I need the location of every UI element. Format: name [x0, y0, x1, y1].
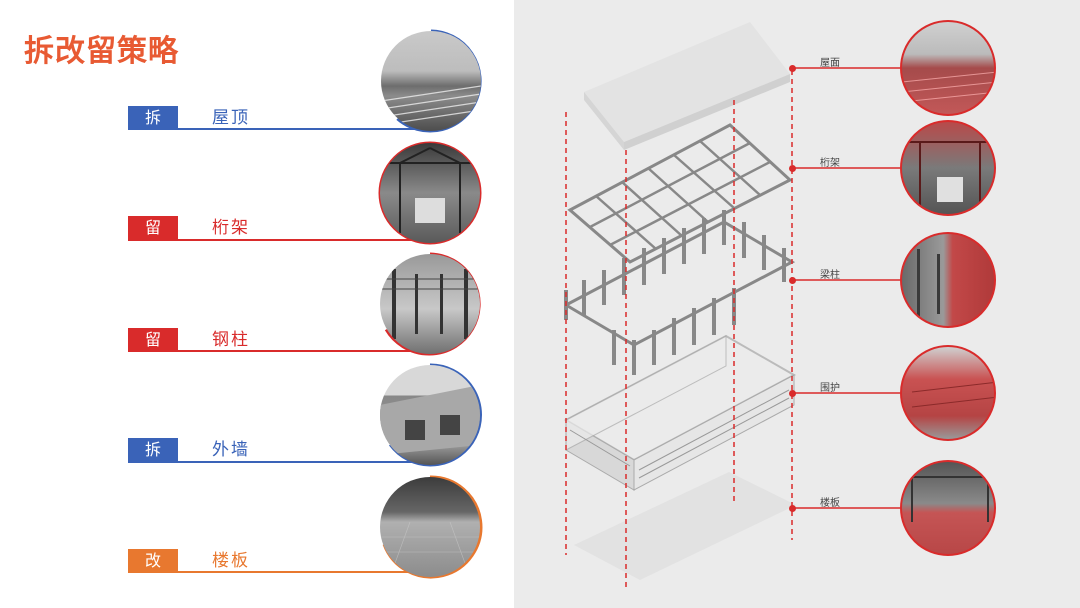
enclosure-detail-photo: [900, 345, 996, 441]
label-beam-column: 梁柱: [820, 270, 840, 281]
tag-badge: 留: [128, 216, 178, 240]
floor-detail-photo: [900, 460, 996, 556]
truss-layer: [567, 123, 793, 264]
label-enclosure: 围护: [820, 383, 840, 394]
truss-detail-photo: [900, 120, 996, 216]
underline: [128, 461, 428, 463]
roof-photo: [381, 31, 481, 131]
roof-detail-photo: [900, 20, 996, 116]
strategy-label: 楼板: [212, 551, 250, 571]
column-layer: [564, 210, 796, 375]
connector-lines: [792, 67, 900, 509]
strategy-label: 钢柱: [212, 330, 250, 350]
strategy-label: 外墙: [212, 440, 250, 460]
enclosure-layer: [563, 334, 797, 491]
marker-dot: [789, 65, 796, 72]
tag-badge: 拆: [128, 438, 178, 462]
column-photo: [380, 254, 480, 354]
marker-dot: [789, 505, 796, 512]
roof-slab: [584, 22, 790, 142]
column-detail-photo: [900, 232, 996, 328]
page-title: 拆改留策略: [24, 34, 179, 69]
underline: [128, 128, 428, 130]
underline: [128, 239, 428, 241]
tag-badge: 改: [128, 549, 178, 573]
marker-dot: [789, 390, 796, 397]
truss-photo: [380, 143, 480, 243]
marker-dot: [789, 277, 796, 284]
diagram-panel: 屋面 桁架 梁柱 围护 楼板: [514, 0, 1080, 608]
underline: [128, 571, 428, 573]
floor-slab: [574, 472, 796, 580]
tag-badge: 拆: [128, 106, 178, 130]
tag-badge: 留: [128, 328, 178, 352]
strategy-label: 桁架: [212, 218, 250, 238]
left-panel: 拆改留策略 拆 屋顶 留 桁架 留 钢柱: [0, 0, 514, 608]
underline: [128, 350, 428, 352]
guide-lines: [565, 70, 793, 590]
floor-photo: [380, 477, 480, 577]
label-truss: 桁架: [820, 158, 840, 169]
strategy-label: 屋顶: [212, 108, 250, 128]
wall-photo: [380, 365, 480, 465]
marker-dot: [789, 165, 796, 172]
label-roof-surface: 屋面: [820, 58, 840, 69]
label-floor: 楼板: [820, 498, 840, 509]
exploded-axonometric-diagram: [563, 22, 900, 590]
